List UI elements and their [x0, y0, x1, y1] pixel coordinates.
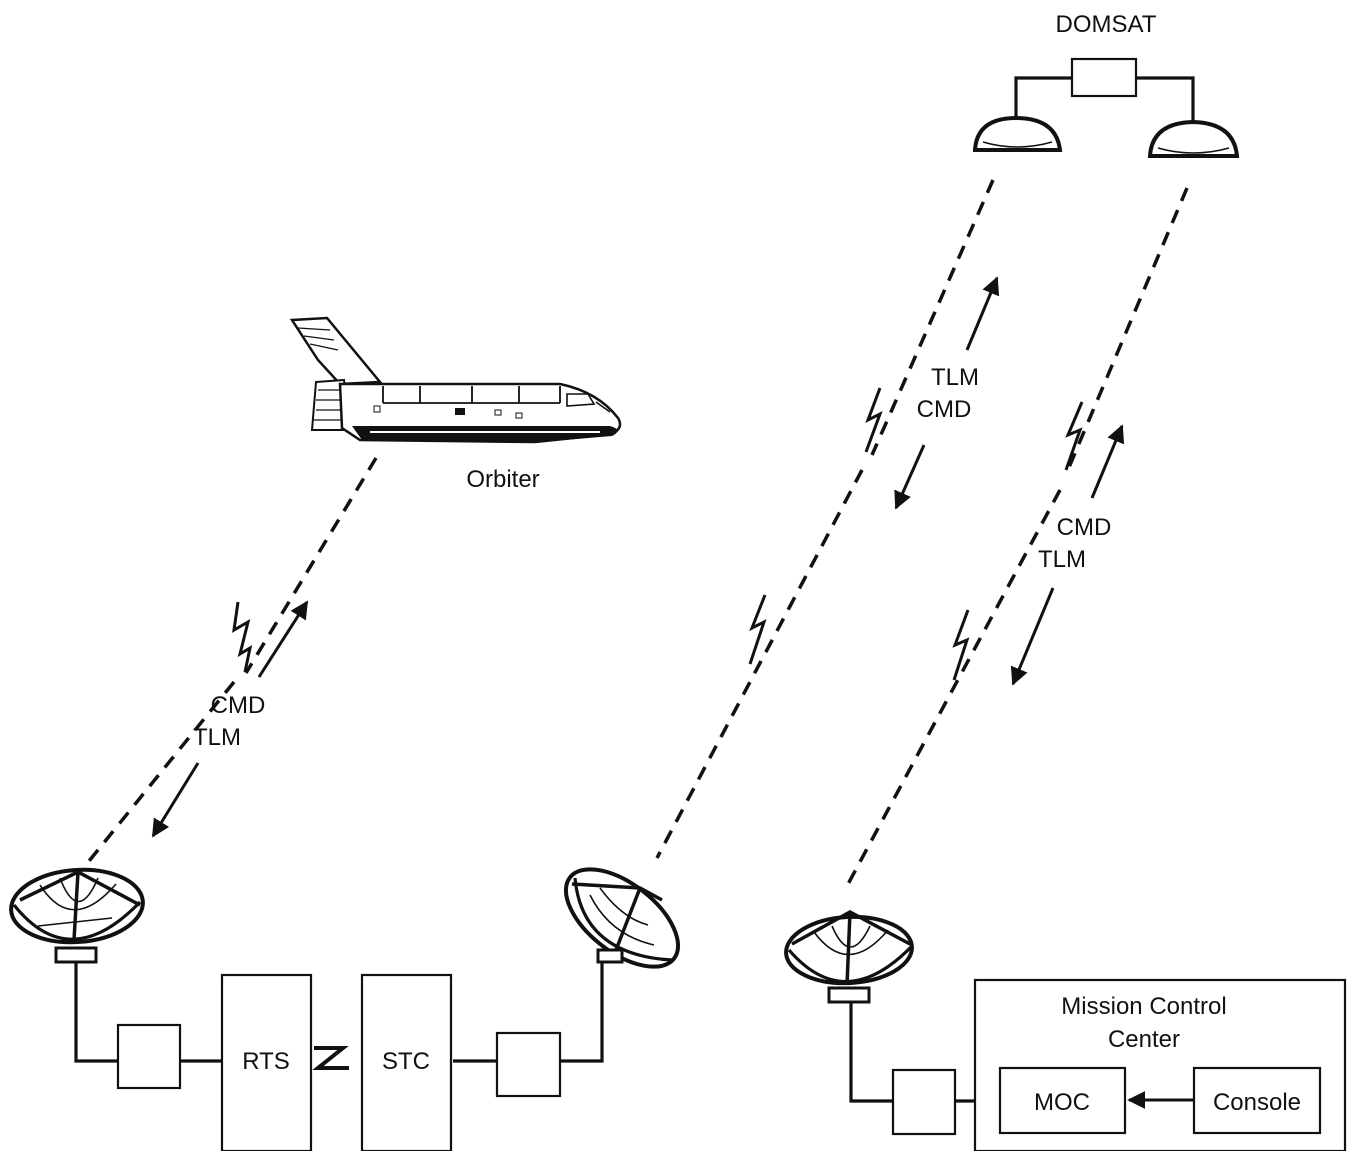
domsat-downlink-tlm-label: TLM — [1038, 546, 1086, 573]
domsat-downlink-upper-dashed — [1065, 187, 1189, 473]
ground-station-2-dish-icon — [563, 867, 681, 969]
domsat-right-dish-icon — [1147, 119, 1240, 158]
ground-station-3-dish-icon — [784, 910, 914, 1004]
domsat-uplink-break-lower-icon — [748, 594, 767, 665]
domsat-downlink-break-upper-icon — [1064, 401, 1084, 471]
rts-stc-wiring — [74, 958, 604, 1063]
domsat-downlink-cmd-label: CMD — [1057, 514, 1112, 541]
rts-box — [220, 973, 313, 1151]
orbiter-link-break-icon — [232, 601, 253, 673]
orbiter-link-tlm-label: TLM — [193, 724, 241, 751]
orbiter-cmd-arrow — [257, 600, 309, 678]
rts-label: RTS — [242, 1048, 290, 1075]
domsat-uplink-tlm-arrow — [965, 276, 1000, 351]
domsat-right-dish-rim — [1157, 147, 1230, 154]
domsat-uplink-cmd-label: CMD — [917, 396, 972, 423]
domsat-uplink-cmd-arrow — [894, 444, 926, 510]
mcc-title-line1: Mission Control — [1061, 993, 1226, 1020]
domsat-downlink-lower-dashed — [845, 489, 1062, 887]
orbiter-link-cmd-label: CMD — [211, 692, 266, 719]
domsat-left-dish-rim — [982, 141, 1053, 148]
stc-label: STC — [382, 1048, 430, 1075]
orbiter-shuttle-icon — [289, 316, 622, 444]
domsat-wiring — [1014, 76, 1195, 123]
station-2-interface-box — [495, 1031, 562, 1098]
rts-stc-link-icon — [312, 1046, 349, 1070]
moc-label: MOC — [1034, 1089, 1090, 1116]
domsat-uplink-lower-dashed — [655, 469, 864, 859]
orbiter-link-lower-dashed — [83, 680, 236, 868]
orbiter-label: Orbiter — [466, 466, 539, 493]
domsat-label: DOMSAT — [1056, 11, 1157, 38]
console-label: Console — [1213, 1089, 1301, 1116]
domsat-uplink-tlm-label: TLM — [931, 364, 979, 391]
mcc-title-line2: Center — [1108, 1026, 1180, 1053]
station-3-interface-box — [891, 1068, 957, 1136]
domsat-downlink-tlm-arrow — [1010, 587, 1055, 686]
orbiter-tlm-arrow — [151, 762, 200, 838]
domsat-downlink-break-lower-icon — [952, 609, 970, 681]
stc-box — [360, 973, 453, 1151]
console-box — [1192, 1066, 1322, 1135]
orbiter-link-upper-dashed — [244, 457, 378, 674]
moc-box — [998, 1066, 1127, 1135]
ground-station-1-dish-icon — [9, 867, 145, 964]
domsat-uplink-break-upper-icon — [864, 387, 883, 453]
domsat-left-dish-icon — [972, 115, 1063, 152]
domsat-downlink-cmd-arrow — [1090, 424, 1125, 499]
station-1-interface-box — [116, 1023, 182, 1090]
domsat-satellite: DOMSAT — [972, 11, 1240, 158]
domsat-uplink-upper-dashed — [870, 179, 995, 456]
domsat-transponder-box — [1070, 57, 1138, 98]
